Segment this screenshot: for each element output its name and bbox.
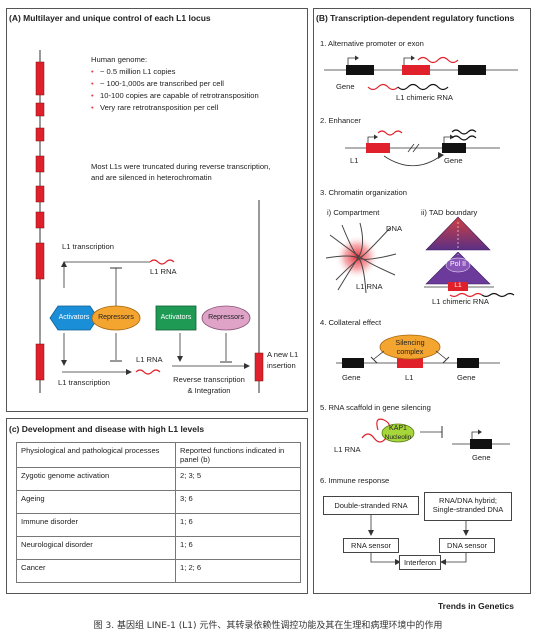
dsrna-box: Double-stranded RNA <box>323 496 419 515</box>
interferon-box: Interferon <box>399 555 441 570</box>
section-5-title: 5. RNA scaffold in gene silencing <box>320 403 431 412</box>
integration: & Integration <box>187 386 231 395</box>
section-2-title: 2. Enhancer <box>320 116 361 125</box>
s4-gene-right: Gene <box>457 373 476 382</box>
l1-element <box>402 65 430 75</box>
table-cell: 3; 6 <box>175 490 301 514</box>
journal-brand: Trends in Genetics <box>437 601 514 611</box>
l1-transcription-top: L1 transcription <box>62 242 114 251</box>
s3-pol2-label: Pol II <box>450 261 466 268</box>
l1-locus <box>35 155 45 173</box>
genome-heading: Human genome: <box>91 55 148 64</box>
table-cell: Cancer <box>16 559 176 583</box>
s3-compartment: i) Compartment <box>327 208 380 217</box>
gene-exon <box>346 65 374 75</box>
section-6-title: 6. Immune response <box>320 476 390 485</box>
l1-locus <box>35 102 45 117</box>
truncated-note-1: Most L1s were truncated during reverse t… <box>91 162 271 171</box>
hybrid-box: RNA/DNA hybrid;Single-stranded DNA <box>424 492 512 521</box>
l1-locus <box>35 211 45 229</box>
l1-transcription-bottom: L1 transcription <box>58 378 110 387</box>
genome-bullet-4: • Very rare retrotransposition per cell <box>91 103 219 112</box>
repressors-oval-label: Repressors <box>98 314 134 321</box>
s3-l1rna-label: L1 RNA <box>356 282 383 291</box>
table-cell: 1; 2; 6 <box>175 559 301 583</box>
table-header-row: Physiological and pathological processes… <box>16 442 301 468</box>
panel-a-title: (A) Multilayer and unique control of eac… <box>9 13 211 23</box>
l1-locus <box>35 343 45 381</box>
table-cell: Neurological disorder <box>16 536 176 560</box>
rna-sensor-box: RNA sensor <box>343 538 399 553</box>
repressors-pink-oval <box>201 305 251 331</box>
s2-l1-label: L1 <box>350 156 359 165</box>
l1-locus <box>35 185 45 203</box>
s4-l1-label: L1 <box>405 373 414 382</box>
l1-rna-wave <box>149 259 175 265</box>
repressors-box-label: Repressors <box>208 314 244 321</box>
s5-gene-label: Gene <box>472 453 491 462</box>
table-cell: 2; 3; 5 <box>175 467 301 491</box>
reverse-transcription: Reverse transcription <box>173 375 245 384</box>
table-header: Physiological and pathological processes <box>16 442 176 468</box>
s3-l1-label: L1 <box>454 282 462 289</box>
panel-b <box>313 8 531 594</box>
section-4-title: 4. Collateral effect <box>320 318 382 327</box>
nucleolin-label: Nucleolin <box>384 434 412 441</box>
panel-c <box>6 418 308 594</box>
table-cell: Immune disorder <box>16 513 176 537</box>
figure-caption: 图 3. 基因组 LINE-1 (L1) 元件、其转录依赖性调控功能及其在生理和… <box>93 621 443 631</box>
s2-gene-label: Gene <box>444 156 463 165</box>
table-cell: Ageing <box>16 490 176 514</box>
panel-c-title: (c) Development and disease with high L1… <box>9 424 205 434</box>
l1-locus <box>35 242 45 280</box>
genome-bullet-2: • ~ 100-1,000s are transcribed per cell <box>91 79 224 88</box>
silencing-complex-2: complex <box>396 347 424 356</box>
s4-gene-left: Gene <box>342 373 361 382</box>
s1-chimeric-label: L1 chimeric RNA <box>396 93 453 102</box>
silencing-complex-1: Silencing <box>395 338 425 347</box>
s3-tad-boundary: ii) TAD boundary <box>421 208 478 217</box>
activators-box <box>155 305 197 331</box>
s3-chimeric-label: L1 chimeric RNA <box>432 297 489 306</box>
gene-exon <box>458 65 486 75</box>
repressors-oval <box>91 305 141 331</box>
panel-b-title: (B) Transcription-dependent regulatory f… <box>316 13 515 23</box>
table-cell: 1; 6 <box>175 513 301 537</box>
kap1-label: KAP1 <box>389 425 407 432</box>
genome-bullet-1: • ~ 0.5 million L1 copies <box>91 67 176 76</box>
genome-bullet-3: • 10-100 copies are capable of retrotran… <box>91 91 259 100</box>
l1-locus <box>35 127 45 142</box>
new-l1-insertion <box>254 352 264 382</box>
l1-rna-mid: L1 RNA <box>136 355 163 364</box>
s3-dna-label: DNA <box>386 224 403 233</box>
l1-rna-wave <box>135 369 161 375</box>
panel-a <box>6 8 308 412</box>
activators-hexagon-label: Activators <box>58 314 90 321</box>
new-insertion-2: insertion <box>267 361 296 370</box>
s5-l1rna-label: L1 RNA <box>334 445 361 454</box>
development-table: Physiological and pathological processes… <box>16 442 301 583</box>
section-3-title: 3. Chromatin organization <box>320 188 407 197</box>
truncated-note-2: and are silenced in heterochromatin <box>91 173 212 182</box>
l1-locus <box>35 61 45 96</box>
l1-rna-top: L1 RNA <box>150 267 177 276</box>
new-insertion-1: A new L1 <box>267 350 299 359</box>
s1-gene-label: Gene <box>336 82 355 91</box>
activators-box-label: Activators <box>160 314 192 321</box>
dna-sensor-box: DNA sensor <box>439 538 495 553</box>
section-1-title: 1. Alternative promoter or exon <box>320 39 424 48</box>
